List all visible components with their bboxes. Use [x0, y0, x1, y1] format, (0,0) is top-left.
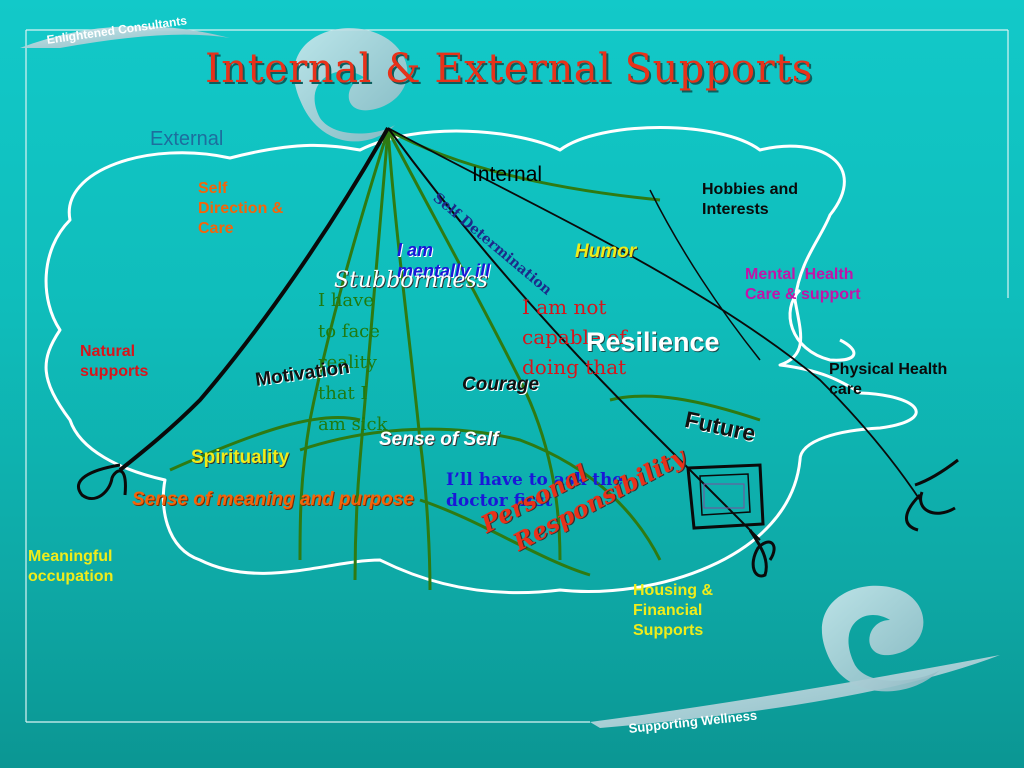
- physical-health-label: Physical Health care: [829, 361, 948, 398]
- face-reality-label: I have to face reality that I am sick: [318, 290, 388, 435]
- resilience-label: Resilience: [586, 327, 720, 357]
- cloud-outline: [44, 126, 918, 595]
- page-title: Internal & External Supports: [205, 46, 813, 92]
- top-swirl-logo: [20, 26, 408, 142]
- tent-poles: [118, 127, 921, 541]
- internal-label: Internal: [472, 163, 543, 186]
- not-capable-label: I am not capable of doing that: [522, 295, 627, 379]
- bottom-swirl-logo: [590, 585, 1000, 728]
- courage-label: Courage: [462, 374, 540, 395]
- humor-label: Humor: [575, 241, 637, 262]
- ask-doctor-label: I’ll have to ask the doctor first: [446, 470, 624, 512]
- external-label: External: [150, 128, 224, 150]
- hobbies-label: Hobbies and Interests: [702, 181, 799, 218]
- housing-label: Housing & Financial Supports: [633, 582, 713, 639]
- spirituality-label: Spirituality: [191, 447, 290, 468]
- self-direction-label: Self Direction & Care: [198, 180, 284, 237]
- meaning-purpose-label: Sense of meaning and purpose: [132, 489, 414, 510]
- natural-supports-label: Natural supports: [80, 343, 149, 380]
- tent-door-sketch: [686, 463, 765, 530]
- mental-health-label: Mental Health Care & support: [745, 266, 861, 303]
- meaningful-occupation-label: Meaningful occupation: [28, 548, 114, 585]
- tent-stakes: [77, 458, 959, 578]
- stubbornness-label: Stubbornness: [334, 268, 488, 293]
- i-am-mentally-ill-label: I am mentally ill: [397, 240, 491, 281]
- sense-of-self-label: Sense of Self: [379, 429, 499, 450]
